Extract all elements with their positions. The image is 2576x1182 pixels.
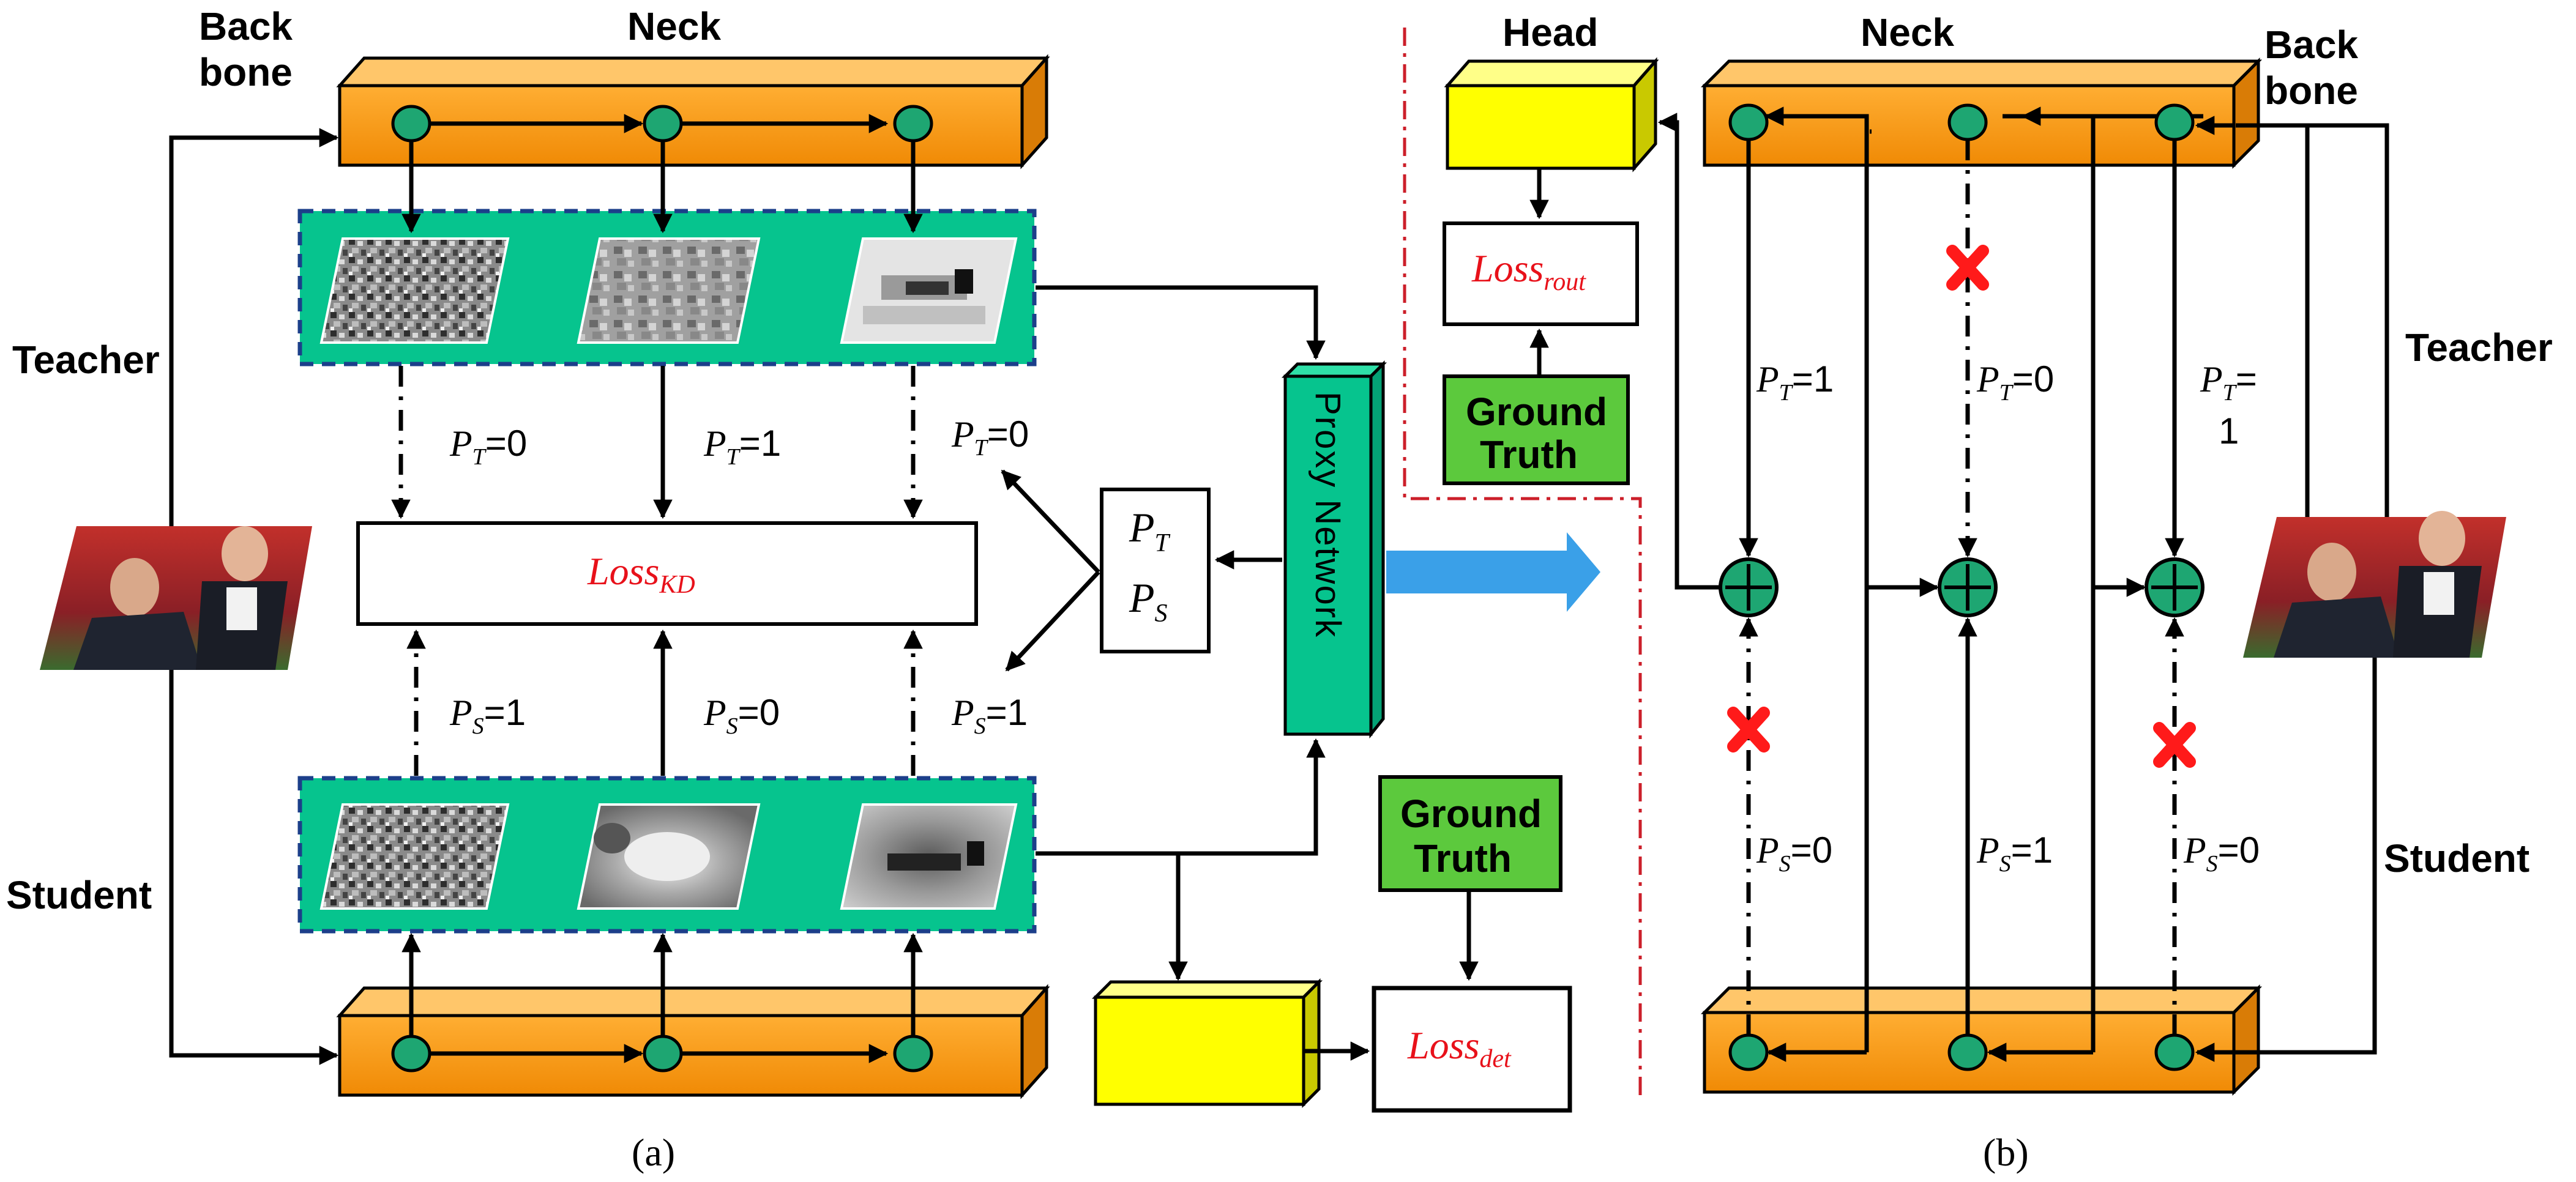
loss-det-label: Lossdet — [1407, 1024, 1512, 1073]
proxy-network-block: Proxy Network — [1281, 360, 1387, 739]
teacher-prob-label-b-1: PT=1 — [1756, 359, 1834, 406]
panel-b: Head Neck Back bone Teacher Student Loss… — [1443, 10, 2553, 1174]
teacher-prob-label-b-3-line2: 1 — [2219, 411, 2239, 452]
ground-truth-b-line1: Ground — [1466, 390, 1607, 434]
pt-label: PT — [1129, 504, 1171, 557]
teacher-feature-map-1 — [319, 237, 510, 344]
loss-rout-label: Lossrout — [1471, 247, 1586, 296]
backbone-label-b-line1: Back — [2264, 23, 2358, 67]
student-label-b: Student — [2384, 836, 2529, 880]
teacher-neck-node-3 — [893, 105, 933, 143]
panel-transition-arrow — [1386, 532, 1600, 612]
ground-truth-a-line2: Truth — [1414, 836, 1512, 880]
sum-node-1 — [1719, 557, 1779, 617]
panel-a: LossKD PT=0 PT=1 PT=0 PS=1 — [6, 4, 1572, 1174]
teacher-neck-node-2 — [643, 105, 683, 143]
student-feature-map-1 — [319, 803, 510, 910]
teacher-label-a: Teacher — [12, 338, 160, 382]
teacher-prob-label-b-3: PT= — [2200, 359, 2257, 406]
teacher-prob-label-3: PT=0 — [951, 414, 1029, 461]
student-neck-node-b-1 — [1728, 1033, 1769, 1071]
student-neck-node-b-3 — [2154, 1033, 2195, 1071]
teacher-label-b: Teacher — [2405, 325, 2553, 370]
student-label-a: Student — [6, 873, 152, 917]
teacher-prob-label-b-2: PT=0 — [1976, 359, 2054, 406]
cross-icon — [1946, 245, 1989, 291]
loss-kd-label: LossKD — [587, 549, 695, 599]
caption-b: (b) — [1983, 1131, 2029, 1174]
ground-truth-a-line1: Ground — [1400, 792, 1542, 836]
loss-det-box — [1372, 986, 1572, 1113]
neck-label-b: Neck — [1861, 10, 1954, 54]
detector-head-a — [1091, 978, 1323, 1109]
neck-label-a: Neck — [627, 4, 721, 48]
sum-node-3 — [2145, 557, 2205, 617]
teacher-neck-node-b-3 — [2154, 103, 2195, 141]
student-neck-node-2 — [643, 1035, 683, 1072]
teacher-prob-label-1: PT=0 — [449, 423, 527, 470]
student-prob-label-3: PS=1 — [951, 692, 1028, 739]
student-prob-label-b-1: PS=0 — [1756, 830, 1832, 877]
teacher-prob-label-2: PT=1 — [703, 423, 781, 470]
input-image-b — [2243, 511, 2506, 658]
student-prob-label-2: PS=0 — [703, 692, 780, 739]
ground-truth-b-line2: Truth — [1480, 433, 1578, 477]
head-label-b: Head — [1503, 10, 1599, 54]
student-feature-map-3 — [840, 803, 1018, 910]
ps-label: PS — [1129, 574, 1168, 628]
ground-truth-b — [1443, 374, 1630, 485]
input-image-a — [40, 526, 312, 670]
loss-rout-box — [1443, 221, 1639, 326]
backbone-label-a-line2: bone — [199, 50, 293, 94]
student-prob-label-b-2: PS=1 — [1976, 830, 2053, 877]
student-neck-node-b-2 — [1947, 1033, 1988, 1071]
teacher-neck-block — [336, 54, 1050, 169]
cross-icon — [2153, 722, 2196, 768]
proxy-network-label: Proxy Network — [1308, 392, 1348, 638]
pt-ps-box — [1100, 488, 1211, 653]
student-neck-node-1 — [391, 1035, 431, 1072]
backbone-label-a-line1: Back — [199, 4, 293, 48]
student-neck-block — [336, 984, 1050, 1099]
teacher-neck-node-1 — [391, 105, 431, 143]
student-feature-map-2 — [577, 803, 761, 910]
student-neck-node-3 — [893, 1035, 933, 1072]
teacher-neck-node-b-1 — [1728, 103, 1769, 141]
teacher-feature-map-2 — [577, 237, 761, 344]
panel-divider — [1403, 28, 1642, 1101]
sum-node-2 — [1938, 557, 1998, 617]
detector-head-b — [1444, 57, 1659, 173]
teacher-neck-node-b-2 — [1947, 103, 1988, 141]
student-prob-label-1: PS=1 — [449, 692, 526, 739]
loss-kd-box — [356, 521, 978, 626]
student-prob-label-b-3: PS=0 — [2183, 830, 2260, 877]
teacher-feature-map-3 — [840, 237, 1018, 344]
backbone-label-b-line2: bone — [2264, 69, 2358, 113]
caption-a: (a) — [632, 1131, 675, 1174]
cross-icon — [1727, 707, 1770, 753]
